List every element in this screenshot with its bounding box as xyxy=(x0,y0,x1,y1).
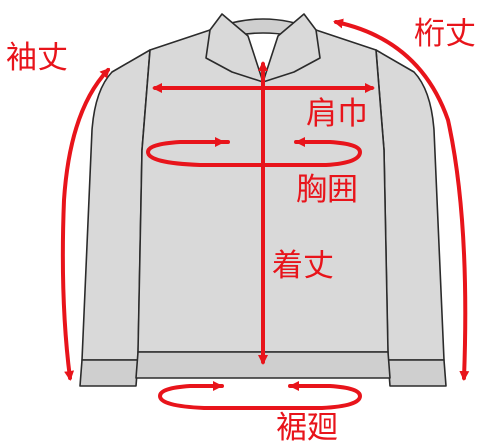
label-yuki-length: 桁丈 xyxy=(414,16,476,52)
measurement-indicators xyxy=(60,18,470,410)
label-shoulder-width: 肩巾 xyxy=(306,96,368,132)
yuki-length-arrow xyxy=(333,18,470,381)
label-body-length: 着丈 xyxy=(272,248,334,284)
left-cuff xyxy=(79,359,139,387)
sleeve-length-arrow xyxy=(60,67,111,381)
left-armhole-seam xyxy=(141,49,151,151)
right-cuff xyxy=(387,359,447,387)
label-sleeve-length: 袖丈 xyxy=(6,40,68,76)
label-hem-circumference: 裾廻 xyxy=(276,410,338,445)
label-chest-circumference: 胸囲 xyxy=(296,172,358,208)
measurement-labels: 袖丈 桁丈 肩巾 胸囲 着丈 裾廻 xyxy=(6,16,476,445)
hem-circumference-indicator xyxy=(158,381,362,410)
